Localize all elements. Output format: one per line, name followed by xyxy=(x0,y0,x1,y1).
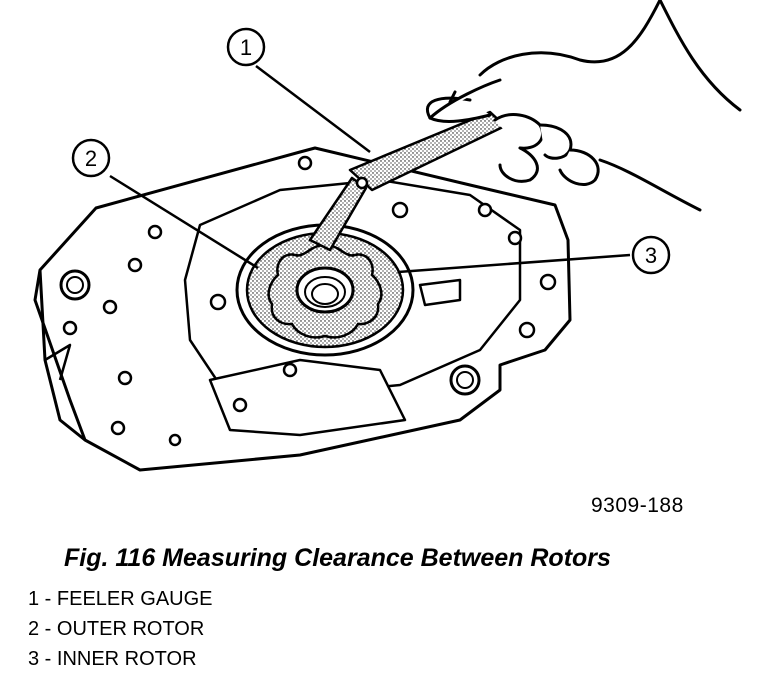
leader-line-1 xyxy=(255,65,371,153)
legend-item-outer-rotor: 2 - OUTER ROTOR xyxy=(28,618,205,640)
callout-1-number: 1 xyxy=(240,35,252,60)
inner-rotor xyxy=(267,243,383,339)
leader-line-3 xyxy=(397,253,631,274)
callout-3: 3 xyxy=(631,235,671,275)
illustration-code: 9309-188 xyxy=(591,494,684,517)
pump-housing-illustration: 1 2 3 xyxy=(33,0,742,472)
callout-3-number: 3 xyxy=(645,243,657,268)
technician-hand xyxy=(426,0,742,212)
figure-caption: Fig. 116 Measuring Clearance Between Rot… xyxy=(64,544,611,572)
legend-item-feeler-gauge: 1 - FEELER GAUGE xyxy=(28,588,213,610)
callout-2-number: 2 xyxy=(85,146,97,171)
leader-lines xyxy=(109,65,631,274)
feeler-gauge xyxy=(308,110,507,252)
callout-legend: 1 - FEELER GAUGE 2 - OUTER ROTOR 3 - INN… xyxy=(28,588,213,678)
legend-item-inner-rotor: 3 - INNER ROTOR xyxy=(28,648,197,670)
bolt-holes xyxy=(59,155,557,447)
leader-line-2 xyxy=(109,174,259,270)
callout-2: 2 xyxy=(71,138,111,178)
callout-1: 1 xyxy=(226,27,266,67)
